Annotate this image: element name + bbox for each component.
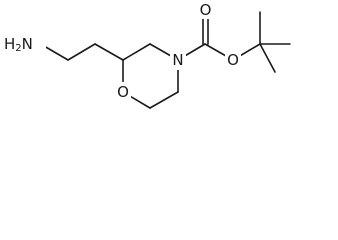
amine-n: N	[22, 35, 33, 53]
bond-n-ch2	[43, 45, 69, 61]
amine-label: H2N	[4, 35, 33, 54]
bond-ch2-ch2	[67, 43, 96, 61]
ring-nitrogen-label: N	[172, 51, 183, 69]
amine-h: H	[4, 35, 15, 53]
carbonyl-oxygen-label: O	[200, 1, 212, 19]
bond-tbu-methyl-down	[259, 43, 276, 73]
bond-ch2-ring	[94, 43, 124, 61]
ring-oxygen-label: O	[117, 83, 129, 101]
amine-subscript: 2	[15, 43, 21, 54]
chemical-structure-diagram: H2N N O O O	[2, 1, 291, 109]
ester-oxygen-label: O	[227, 51, 239, 69]
bond-c5-c6	[149, 91, 179, 109]
atom-labels: H2N N O O O	[2, 1, 241, 102]
bond-c2-c3	[122, 43, 151, 61]
bonds	[43, 11, 291, 109]
